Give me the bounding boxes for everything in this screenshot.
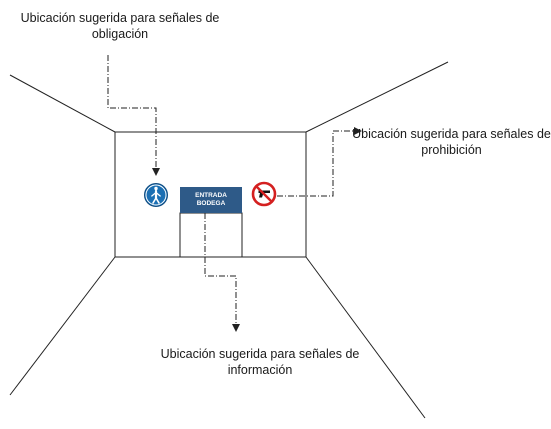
leader-prohibicion [277, 130, 354, 197]
floor-edge-left [9, 256, 116, 396]
label-obligacion-line2: obligación [91, 27, 149, 41]
door-frame [179, 212, 243, 257]
label-prohibicion: Ubicación sugerida para señales de prohi… [352, 126, 551, 158]
door-sign-line2: BODEGA [196, 200, 226, 207]
label-informacion-line2: información [227, 363, 293, 377]
label-informacion-line1: Ubicación sugerida para señales de [160, 347, 360, 361]
no-firearms-icon [251, 181, 277, 207]
door-sign-line1: ENTRADA [195, 192, 227, 199]
arrowhead-informacion [232, 324, 240, 332]
door-sign-entrada-bodega: ENTRADA BODEGA [180, 187, 242, 213]
ceiling-edge-right [305, 61, 449, 133]
label-prohibicion-line1: Ubicación sugerida para señales de [352, 127, 551, 141]
label-obligacion: Ubicación sugerida para señales de oblig… [0, 10, 240, 42]
floor-edge-right [305, 256, 426, 419]
label-prohibicion-line2: prohibición [421, 143, 482, 157]
label-obligacion-line1: Ubicación sugerida para señales de [20, 11, 220, 25]
back-wall [114, 131, 307, 258]
leader-informacion [204, 213, 237, 324]
pedestrian-mandatory-icon [144, 183, 168, 207]
arrowhead-prohibicion [354, 127, 362, 135]
leader-obligacion [107, 55, 157, 168]
ceiling-edge-left [9, 74, 116, 133]
arrowhead-obligacion [152, 168, 160, 176]
label-informacion: Ubicación sugerida para señales de infor… [140, 346, 380, 378]
